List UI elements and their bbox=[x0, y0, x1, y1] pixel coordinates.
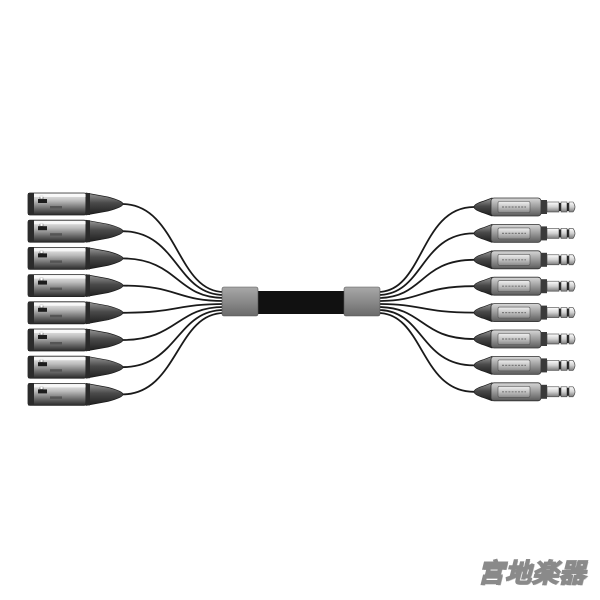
xlr-female-connector bbox=[27, 274, 124, 298]
left-splitter-sleeve bbox=[221, 286, 259, 317]
trs-phone-plug bbox=[473, 276, 576, 296]
xlr-female-connectors bbox=[27, 192, 124, 406]
right-wire bbox=[377, 232, 475, 296]
trs-phone-plug bbox=[473, 250, 576, 270]
right-wire bbox=[377, 306, 475, 340]
left-wire bbox=[121, 257, 225, 299]
trs-phone-plug bbox=[473, 382, 576, 402]
left-wire bbox=[121, 203, 225, 293]
left-wire bbox=[121, 303, 225, 314]
xlr-female-connector bbox=[27, 246, 124, 270]
xlr-female-connector bbox=[27, 301, 124, 325]
left-wire bbox=[121, 309, 225, 369]
trs-phone-plug bbox=[473, 303, 576, 323]
xlr-female-connector bbox=[27, 382, 124, 406]
xlr-female-connector bbox=[27, 355, 124, 379]
right-splitter-sleeve bbox=[343, 286, 381, 317]
trs-phone-plug bbox=[473, 223, 576, 243]
left-fanout-wires bbox=[121, 203, 225, 396]
trs-phone-plug bbox=[473, 197, 576, 217]
left-wire bbox=[121, 312, 225, 396]
xlr-female-connector bbox=[27, 328, 124, 352]
right-wire bbox=[377, 258, 475, 299]
store-logo-watermark: 宮地楽器 bbox=[477, 558, 586, 589]
right-wire bbox=[377, 206, 475, 293]
right-wire bbox=[377, 303, 475, 314]
left-wire bbox=[121, 306, 225, 341]
right-fanout-wires bbox=[377, 206, 475, 393]
right-wire bbox=[377, 309, 475, 367]
trs-phone-plug bbox=[473, 329, 576, 349]
xlr-female-connector bbox=[27, 192, 124, 216]
right-wire bbox=[377, 285, 475, 302]
trs-phone-plug-connectors bbox=[473, 197, 576, 402]
main-cable bbox=[255, 291, 347, 314]
xlr-female-connector bbox=[27, 219, 124, 243]
left-wire bbox=[121, 230, 225, 296]
right-wire bbox=[377, 312, 475, 393]
left-wire bbox=[121, 284, 225, 302]
trs-phone-plug bbox=[473, 355, 576, 375]
